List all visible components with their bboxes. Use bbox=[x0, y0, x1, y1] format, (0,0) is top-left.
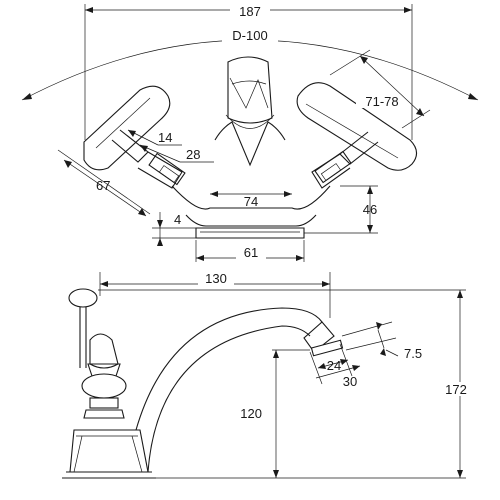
aerator-outer-label: 30 bbox=[343, 374, 357, 389]
width-dimension: 187 bbox=[84, 3, 413, 140]
spout-height-dimension: 120 bbox=[240, 349, 310, 478]
base-gap-label: 4 bbox=[174, 212, 181, 227]
reach-dimension: 130 bbox=[99, 271, 331, 318]
total-height-dimension: 172 bbox=[98, 289, 472, 479]
reach-label: 130 bbox=[205, 271, 227, 286]
handle-stem-label: 28 bbox=[186, 147, 200, 162]
base-width-label: 61 bbox=[244, 245, 258, 260]
left-handle bbox=[83, 85, 186, 189]
popup-rod bbox=[68, 288, 98, 368]
base-height-label: 46 bbox=[363, 202, 377, 217]
width-label: 187 bbox=[239, 4, 261, 19]
side-view: 130 7.5 24 30 120 bbox=[62, 271, 472, 479]
handle-angle-label: 71-78 bbox=[365, 94, 398, 109]
aerator-dimensions: 7.5 24 30 bbox=[309, 321, 422, 389]
centers-label: 74 bbox=[244, 194, 258, 209]
aerator-inner-label: 24 bbox=[327, 358, 341, 373]
swing-arc-dimension: D-100 bbox=[21, 28, 479, 101]
side-body bbox=[62, 307, 344, 479]
spread-label: 67 bbox=[96, 178, 110, 193]
side-handle bbox=[81, 333, 127, 419]
spout-top bbox=[214, 56, 286, 167]
handle-stem-dimension: 28 bbox=[139, 144, 214, 163]
total-height-label: 172 bbox=[445, 382, 467, 397]
top-view: 187 D-100 bbox=[21, 3, 479, 262]
diameter-label: D-100 bbox=[232, 28, 267, 43]
base-width-dimension: 61 bbox=[195, 240, 305, 262]
aerator-angle-label: 7.5 bbox=[404, 346, 422, 361]
right-handle bbox=[296, 82, 418, 189]
base-gap-dimension: 4 bbox=[152, 212, 196, 246]
centers-dimension: 74 bbox=[210, 191, 292, 209]
handle-offset-label: 14 bbox=[158, 130, 172, 145]
base-height-dimension: 46 bbox=[304, 185, 378, 234]
spread-dimension: 67 bbox=[57, 149, 151, 217]
spout-height-label: 120 bbox=[240, 406, 262, 421]
handle-offset-dimension: 14 bbox=[127, 129, 182, 146]
handle-angle-dimension: 71-78 bbox=[329, 49, 431, 129]
base-top bbox=[171, 185, 331, 239]
